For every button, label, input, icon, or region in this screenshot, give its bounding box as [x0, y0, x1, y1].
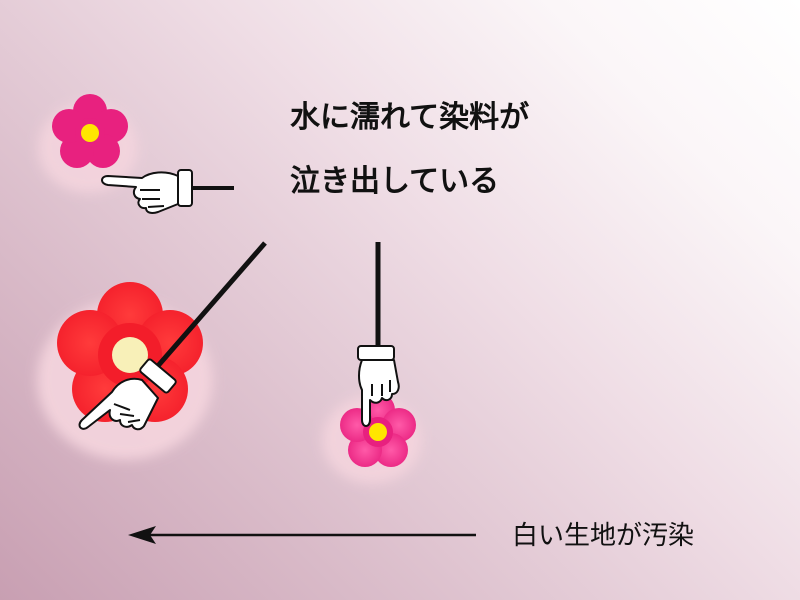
pointing-hand-icon: [78, 358, 177, 431]
pointing-hand-icon: [101, 169, 193, 214]
stain-caption: 白い生地が汚染: [512, 521, 695, 551]
flower-icon: [37, 282, 213, 460]
pointer-line: [148, 241, 267, 377]
flower-icon: [38, 94, 138, 193]
bleed-caption-line2: 泣き出している: [290, 164, 500, 199]
bleed-caption-line1: 水に濡れて染料が: [290, 100, 530, 135]
pointing-hand-icon: [357, 345, 400, 427]
flower-icon: [322, 393, 422, 484]
arrow-left-icon: [128, 526, 476, 544]
